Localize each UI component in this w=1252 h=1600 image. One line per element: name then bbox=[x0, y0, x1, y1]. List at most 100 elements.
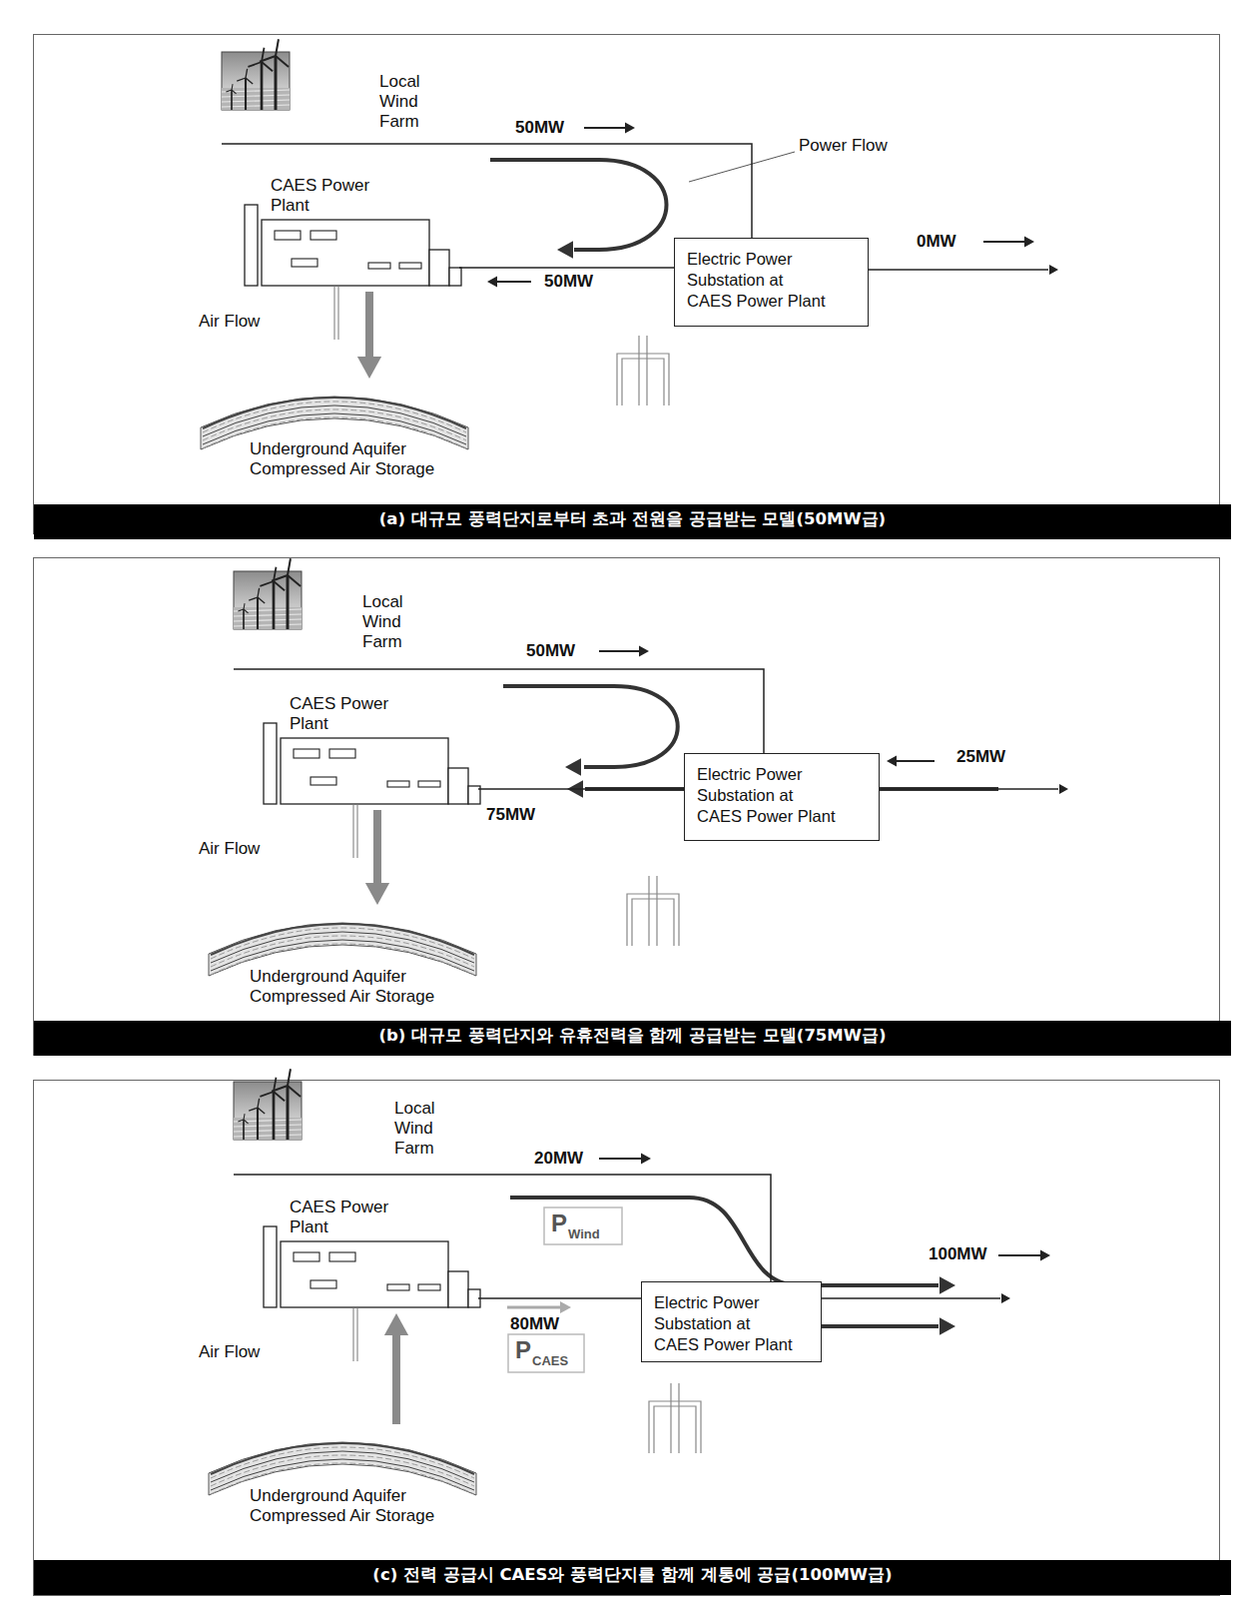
window bbox=[310, 1279, 337, 1288]
substation-box: Electric Power Substation at CAES Power … bbox=[673, 237, 869, 327]
air-flow-arrow bbox=[365, 809, 390, 905]
turbine-blade bbox=[257, 1098, 260, 1108]
grid-line bbox=[821, 1296, 1001, 1299]
arrowhead bbox=[1049, 264, 1059, 275]
plant-building bbox=[280, 737, 449, 804]
turbine-blade bbox=[231, 89, 237, 94]
direction-arrow bbox=[998, 1253, 1043, 1256]
window bbox=[329, 748, 356, 758]
window bbox=[418, 1283, 441, 1290]
aquifer-stratum bbox=[210, 927, 475, 959]
arrowhead bbox=[365, 882, 390, 905]
pylon bbox=[631, 898, 674, 946]
aquifer-stratum bbox=[210, 935, 475, 967]
window bbox=[274, 230, 301, 240]
pylon bbox=[617, 353, 669, 406]
turbine-blade bbox=[257, 597, 265, 604]
air-flow-shaft bbox=[373, 809, 382, 887]
direction-arrow-head bbox=[625, 122, 635, 134]
air-flow-arrow bbox=[384, 1312, 409, 1424]
arrowhead bbox=[1059, 783, 1069, 794]
text-label: 25MW bbox=[956, 746, 1006, 767]
window bbox=[418, 780, 441, 787]
turbine-tower bbox=[244, 77, 247, 110]
panel-frame bbox=[33, 1080, 1221, 1596]
turbine-tower bbox=[286, 1085, 290, 1140]
turbine-tower bbox=[256, 1107, 259, 1140]
pylon bbox=[648, 1400, 701, 1453]
power-value: 50MW bbox=[544, 271, 594, 292]
window bbox=[293, 748, 320, 758]
turbine-tower bbox=[260, 61, 264, 110]
power-flow-head bbox=[557, 240, 574, 259]
turbine-blade bbox=[287, 558, 291, 576]
direction-arrow bbox=[983, 240, 1027, 243]
chimney bbox=[263, 1226, 277, 1307]
aquifer-stratum bbox=[210, 931, 475, 963]
turbine-blade bbox=[245, 77, 253, 84]
turbine-blade bbox=[248, 597, 258, 601]
node-text: Underground Aquifer Compressed Air Stora… bbox=[249, 966, 450, 1007]
substation-box: Electric Power Substation at CAES Power … bbox=[640, 1280, 822, 1362]
power-line-path bbox=[233, 668, 764, 753]
pylon bbox=[638, 335, 647, 406]
air-pipe bbox=[353, 1306, 355, 1361]
caption-band: (b) 대규모 풍력단지와 유휴전력을 함께 공급받는 모델(75MW급) bbox=[33, 1020, 1232, 1056]
arrowhead bbox=[357, 356, 382, 379]
turbine-blade bbox=[231, 83, 233, 90]
aquifer-stratum bbox=[210, 1450, 475, 1482]
text-label: Air Flow bbox=[198, 311, 260, 332]
wind-farm: Local Wind Farm bbox=[221, 51, 452, 144]
node-text: Underground Aquifer Compressed Air Stora… bbox=[249, 439, 450, 480]
turbine-tower bbox=[242, 609, 245, 629]
chimney bbox=[244, 204, 258, 286]
leader-line bbox=[688, 151, 795, 182]
label-box bbox=[544, 1207, 623, 1245]
turbine-blade bbox=[259, 1091, 274, 1097]
caption-band: (c) 전력 공급시 CAES와 풍력단지를 함께 계통에 공급(100MW급) bbox=[33, 1559, 1232, 1595]
turbine-blade bbox=[271, 1085, 288, 1092]
turbine-blade bbox=[237, 609, 244, 612]
turbine-blade bbox=[287, 575, 301, 587]
power-value: 50MW bbox=[526, 640, 576, 661]
turbine-blade bbox=[273, 581, 285, 591]
power-line bbox=[459, 267, 674, 269]
turbine-tower bbox=[286, 575, 290, 629]
panel-frame bbox=[33, 34, 1221, 535]
grid-line bbox=[879, 787, 1059, 790]
turbine-blade bbox=[243, 1119, 249, 1124]
turbine-blade bbox=[271, 575, 288, 582]
pylon bbox=[626, 893, 679, 946]
text-label: 100MW bbox=[928, 1244, 988, 1264]
air-pipe bbox=[353, 803, 355, 858]
text-label: Air Flow bbox=[198, 1341, 260, 1362]
turbine-tower bbox=[272, 581, 276, 629]
wind-farm-ground bbox=[221, 87, 290, 110]
wind-farm-sky bbox=[233, 1081, 302, 1140]
turbine-tower bbox=[274, 55, 278, 110]
pylon bbox=[670, 1382, 679, 1453]
arrowhead bbox=[1001, 1292, 1011, 1303]
grid-line bbox=[868, 268, 1049, 271]
power-flow-head bbox=[565, 757, 582, 776]
direction-arrow bbox=[894, 759, 935, 762]
direction-arrow-head bbox=[1040, 1250, 1051, 1261]
window bbox=[291, 258, 318, 267]
power-line bbox=[478, 788, 684, 790]
aquifer-stratum bbox=[210, 939, 475, 971]
node-text: (c) 전력 공급시 CAES와 풍력단지를 함께 계통에 공급(100MW급) bbox=[33, 1559, 1232, 1589]
air-flow-shaft bbox=[365, 291, 374, 361]
wind-farm: Local Wind Farm bbox=[233, 571, 440, 669]
power-plant: CAES Power Plant bbox=[263, 1197, 479, 1307]
direction-arrow-head bbox=[487, 276, 498, 288]
aquifer-stratum bbox=[202, 409, 467, 441]
node-text: Electric Power Substation at CAES Power … bbox=[686, 248, 829, 312]
node-text: (b) 대규모 풍력단지와 유휴전력을 함께 공급받는 모델(75MW급) bbox=[33, 1020, 1232, 1050]
power-line-path bbox=[478, 1296, 641, 1299]
turbine-blade bbox=[236, 77, 246, 81]
plant-wing bbox=[449, 267, 462, 286]
air-pipe bbox=[357, 803, 359, 858]
node-text: CAES Power Plant bbox=[270, 175, 381, 216]
